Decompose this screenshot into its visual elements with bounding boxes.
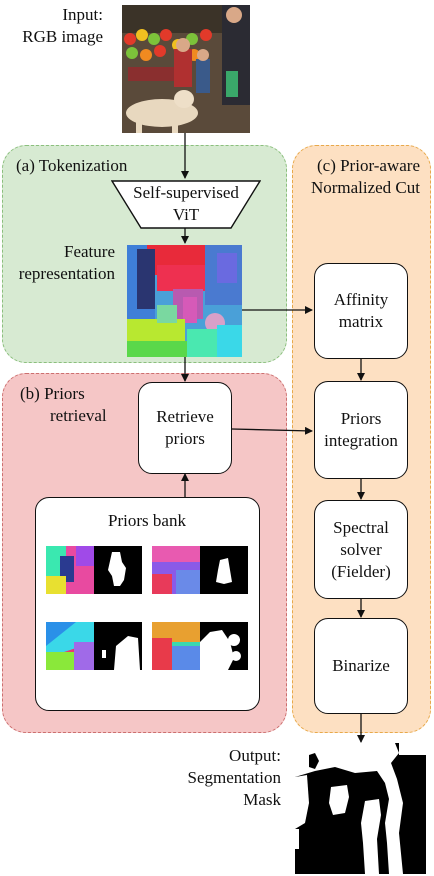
feature-map-image [127,245,242,357]
binarize-box: Binarize [314,618,408,714]
vit-label-line1: Self-supervised [133,183,239,202]
output-line1: Output: [229,746,281,765]
retrieve-priors-line2: priors [165,429,205,448]
normalized-cut-title: (c) Prior-aware Normalized Cut [292,155,420,199]
vit-trapezoid [111,180,261,229]
prior-feature-4 [152,622,200,670]
input-label: Input: RGB image [0,4,103,48]
input-label-line2: RGB image [22,27,103,46]
priors-retrieval-title-line1: (b) Priors [20,384,85,403]
retrieve-priors-line1: Retrieve [156,407,214,426]
vit-label-line2: ViT [172,205,200,224]
priors-bank-box: Priors bank [35,497,260,711]
normalized-cut-title-line2: Normalized Cut [310,178,420,197]
prior-mask-3 [94,622,142,670]
binarize-label: Binarize [332,656,390,675]
affinity-matrix-box: Affinity matrix [314,263,408,359]
affinity-line2: matrix [338,312,384,331]
integration-line1: Priors [340,409,382,428]
priors-retrieval-title-line2: retrieval [50,406,107,425]
priors-integration-box: Priors integration [314,381,408,479]
prior-mask-2 [200,546,248,594]
spectral-solver-box: Spectral solver (Fielder) [314,500,408,599]
solver-line2: solver [340,539,382,559]
retrieve-priors-box: Retrieve priors [138,382,232,474]
prior-mask-1 [94,546,142,594]
prior-mask-4 [200,622,248,670]
vit-label: Self-supervised ViT [111,182,261,226]
prior-feature-3 [46,622,94,670]
output-line3: Mask [243,790,281,809]
prior-feature-1 [46,546,94,594]
output-line2: Segmentation [187,768,281,787]
priors-retrieval-title: (b) Priors retrieval [20,383,107,427]
affinity-line1: Affinity [333,290,389,309]
output-mask-image [295,743,426,874]
solver-line1: Spectral [333,517,389,537]
normalized-cut-title-line1: (c) Prior-aware [316,156,420,175]
integration-line2: integration [324,431,398,450]
tokenization-title: (a) Tokenization [16,156,128,175]
solver-line3: (Fielder) [331,561,391,581]
feature-representation-label: Feature representation [0,241,115,285]
priors-bank-title: Priors bank [108,511,186,530]
feature-label-line1: Feature [64,242,115,261]
output-label: Output: Segmentation Mask [0,745,281,811]
feature-label-line2: representation [18,264,115,283]
prior-feature-2 [152,546,200,594]
input-rgb-image [122,5,250,133]
input-label-line1: Input: [62,5,103,24]
